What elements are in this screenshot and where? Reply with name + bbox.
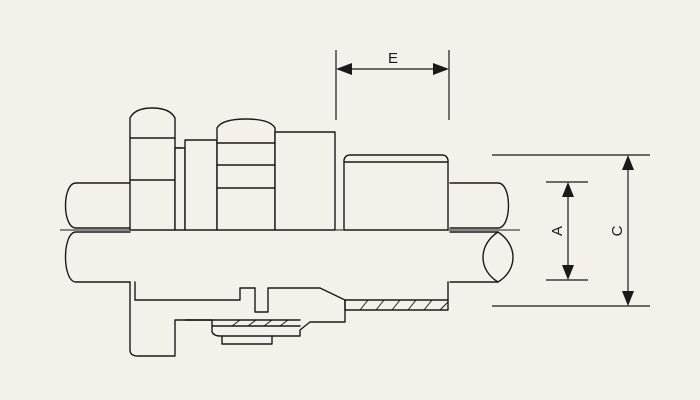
dimension-a: A [546, 181, 588, 281]
hex-nut-left [129, 107, 183, 231]
section-view [129, 281, 449, 357]
dimension-a-label: A [549, 226, 566, 236]
hex-nut-middle [216, 118, 276, 231]
dimension-e: E [335, 50, 450, 120]
seal-ring [174, 139, 218, 231]
body-shoulder [274, 131, 336, 231]
threaded-entry [343, 154, 449, 231]
cable-right [449, 182, 514, 283]
dimension-e-label: E [388, 50, 398, 67]
cable-left [64, 182, 131, 283]
dimension-c-label: C [609, 225, 626, 236]
dimension-c: C [492, 154, 650, 307]
